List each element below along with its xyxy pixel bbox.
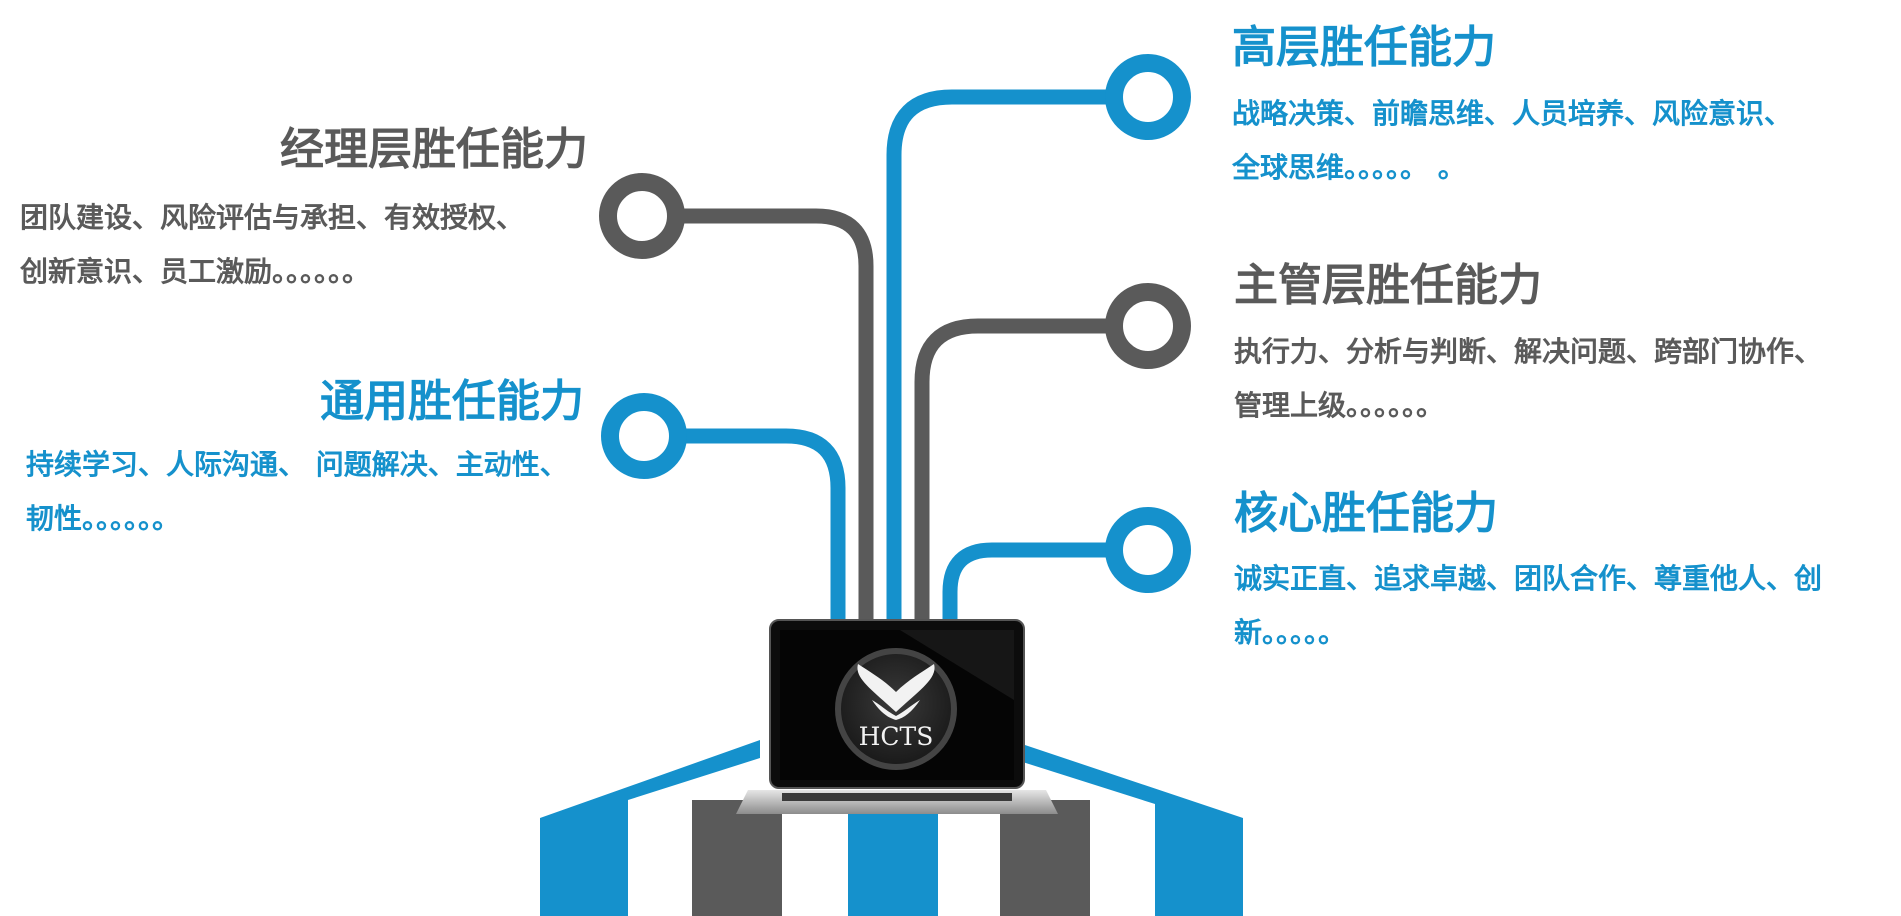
core-desc-line-2: 新。。。。。 xyxy=(1234,616,1347,649)
manager-title: 经理层胜任能力 xyxy=(280,124,588,175)
high-title: 高层胜任能力 xyxy=(1232,22,1496,73)
general-desc: 持续学习、人际沟通、 问题解决、主动性、 韧性。。。。。。 xyxy=(26,438,568,546)
core-block: 核心胜任能力 xyxy=(1234,488,1498,539)
manager-desc-line-2: 创新意识、员工激励。。。。。。 xyxy=(20,255,371,288)
manager-desc-line-1: 团队建设、风险评估与承担、有效授权、 xyxy=(20,201,525,234)
high-desc: 战略决策、前瞻思维、人员培养、风险意识、 全球思维。。。。。 。 xyxy=(1232,87,1792,195)
connector-manager xyxy=(660,208,874,625)
high-block: 高层胜任能力 xyxy=(1232,22,1496,73)
ring-node-core xyxy=(1105,507,1191,593)
supervisor-block: 主管层胜任能力 xyxy=(1234,260,1542,311)
manager-block: 经理层胜任能力 xyxy=(280,124,588,175)
ring-nodes xyxy=(599,54,1191,593)
ring-node-general xyxy=(601,393,687,479)
supervisor-desc-line-2: 管理上级。。。。。。 xyxy=(1234,389,1445,422)
high-desc-line-1: 战略决策、前瞻思维、人员培养、风险意识、 xyxy=(1232,97,1793,130)
stripe-right-blue xyxy=(1010,740,1243,916)
core-desc-line-1: 诚实正直、追求卓越、团队合作、尊重他人、创 xyxy=(1234,562,1823,595)
ring-node-high xyxy=(1105,54,1191,140)
connector-lines xyxy=(660,89,1112,625)
screen-glare xyxy=(900,630,1014,700)
connector-core xyxy=(942,542,1112,625)
laptop xyxy=(736,619,1058,814)
connector-high xyxy=(886,89,1112,625)
manager-desc: 团队建设、风险评估与承担、有效授权、 创新意识、员工激励。。。。。。 xyxy=(20,191,524,299)
ring-node-manager xyxy=(599,173,685,259)
laptop-logo-text: HCTS xyxy=(859,722,934,751)
core-desc: 诚实正直、追求卓越、团队合作、尊重他人、创 新。。。。。 xyxy=(1234,552,1822,660)
supervisor-title: 主管层胜任能力 xyxy=(1234,260,1542,311)
stripe-gray-1 xyxy=(692,800,782,916)
laptop-keyboard-strip xyxy=(782,793,1012,801)
supervisor-desc: 执行力、分析与判断、解决问题、跨部门协作、 管理上级。。。。。。 xyxy=(1234,325,1822,433)
stripe-gray-2 xyxy=(1000,800,1090,916)
ring-node-supervisor xyxy=(1105,283,1191,369)
stripe-blue-center xyxy=(848,800,938,916)
general-desc-line-1: 持续学习、人际沟通、 问题解决、主动性、 xyxy=(26,448,568,481)
core-title: 核心胜任能力 xyxy=(1234,488,1498,539)
heart-hands-logo-icon xyxy=(857,664,935,720)
stripe-left-blue xyxy=(540,740,760,916)
general-block: 通用胜任能力 xyxy=(300,376,584,427)
general-title: 通用胜任能力 xyxy=(320,376,584,427)
high-desc-line-2: 全球思维。。。。。 。 xyxy=(1232,151,1466,184)
supervisor-desc-line-1: 执行力、分析与判断、解决问题、跨部门协作、 xyxy=(1234,335,1823,368)
connector-general xyxy=(660,428,846,625)
connector-supervisor xyxy=(914,318,1112,625)
general-desc-line-2: 韧性。。。。。。 xyxy=(26,502,181,535)
base-stripes xyxy=(540,740,1243,916)
